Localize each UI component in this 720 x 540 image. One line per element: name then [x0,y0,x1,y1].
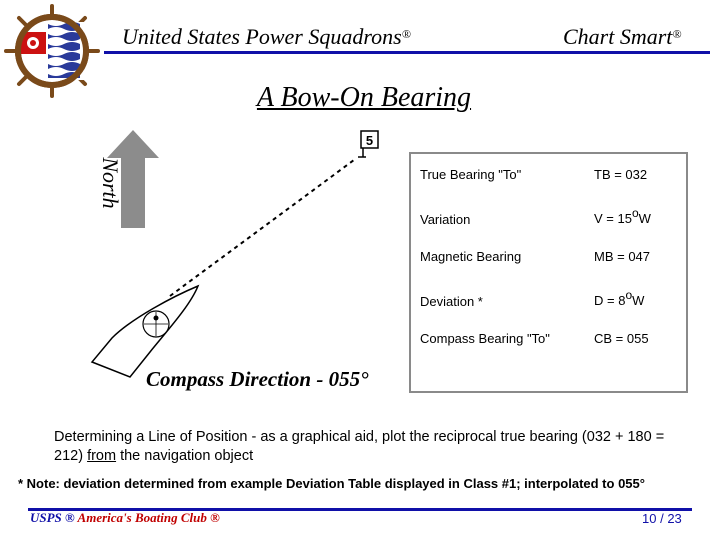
bearing-line [169,159,355,297]
north-label: North [98,157,123,209]
bearing-diagram: 5 [90,130,379,378]
bearing-table [409,152,688,393]
mark-number: 5 [366,133,373,148]
table-row-label: Magnetic Bearing [420,249,522,264]
table-row-label: True Bearing "To" [420,167,522,182]
header-rule [104,51,710,54]
usps-logo [4,4,100,98]
table-row-label: Deviation * [420,294,483,309]
day-mark-icon [358,130,379,158]
footer-organization: USPS ® America's Boating Club ® [30,510,220,525]
footer-rule [28,508,692,511]
deviation-note: * Note: deviation determined from exampl… [18,476,645,491]
table-row-label: Variation [420,212,471,227]
north-arrow-icon [107,130,159,228]
table-row-label: Compass Bearing "To" [420,331,550,346]
compass-direction-label: Compass Direction - 055° [146,367,369,391]
slide-title: A Bow-On Bearing [256,82,472,113]
body-text: Determining a Line of Position - as a gr… [54,429,665,464]
organization-name: United States Power Squadrons® [122,24,411,49]
page-number: 10 / 23 [642,511,682,526]
table-row-value: CB = 055 [594,331,649,346]
table-row-value: MB = 047 [594,249,651,264]
compass-icon [142,310,170,338]
course-name: Chart Smart® [563,24,682,49]
table-row-value: V = 15oW [594,206,651,226]
table-row-value: TB = 032 [594,167,648,182]
table-row-value: D = 8oW [594,288,645,308]
